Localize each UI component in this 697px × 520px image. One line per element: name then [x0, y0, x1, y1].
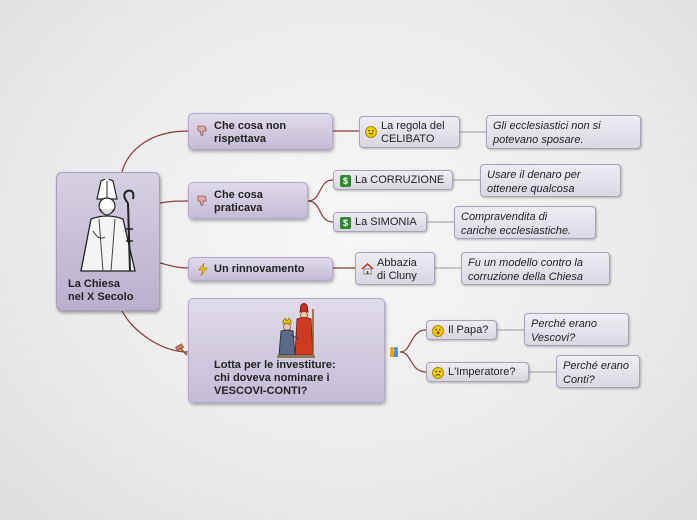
topic-label-line2: CELIBATO: [381, 133, 435, 145]
topic-label-line1: La regola del: [381, 120, 445, 132]
money-icon: $: [340, 175, 351, 187]
king-and-pope-figure: [277, 303, 315, 358]
note-line1: Perché erano: [563, 360, 630, 372]
sad-face-icon: [432, 367, 444, 379]
smiley-icon: [365, 126, 377, 138]
link-root-branch4: [121, 310, 189, 353]
branch-lotta-per-le-investiture[interactable]: Lotta per le investiture: chi doveva nom…: [175, 298, 398, 403]
branch-label-line2: chi doveva nominare i: [214, 372, 330, 384]
note-line1: Fu un modello contro la: [468, 257, 583, 269]
branch-un-rinnovamento[interactable]: Un rinnovamento: [188, 257, 333, 281]
house-icon: [361, 263, 374, 275]
branch-label-line1: Un rinnovamento: [214, 263, 305, 275]
note-papa: Perché erano Vescovi?: [524, 313, 629, 346]
branch-label-line2: rispettava: [214, 133, 266, 145]
topic-simonia[interactable]: $ La SIMONIA: [333, 212, 427, 232]
link-branch4-papa: [399, 329, 427, 353]
lightning-icon: [198, 263, 208, 276]
note-line2: ottenere qualcosa: [487, 183, 575, 195]
bishop-figure: [80, 179, 136, 272]
topic-label-line1: L'Imperatore?: [448, 366, 516, 378]
branch-label-line2: praticava: [214, 202, 263, 214]
branch-che-cosa-praticava[interactable]: Che cosa praticava: [188, 182, 308, 219]
root-label: La Chiesa nel X Secolo: [68, 278, 134, 303]
note-line1: Gli ecclesiastici non si: [493, 120, 601, 132]
note-simonia: Compravendita di cariche ecclesiastiche.: [454, 206, 596, 239]
topic-label-line1: Abbazia: [377, 257, 417, 269]
topic-abbazia-di-cluny[interactable]: Abbazia di Cluny: [355, 252, 435, 285]
topic-label-line1: La SIMONIA: [355, 216, 417, 228]
thumbs-down-icon: [197, 125, 207, 136]
topic-label-line1: Il Papa?: [448, 324, 489, 336]
topic-label-line2: di Cluny: [377, 270, 417, 282]
branch-che-cosa-non-rispettava[interactable]: Che cosa non rispettava: [188, 113, 333, 150]
link-root-branch1: [121, 130, 189, 173]
branch-label-line1: Che cosa non: [214, 120, 287, 132]
topic-l-imperatore[interactable]: L'Imperatore?: [426, 362, 529, 382]
note-line2: potevano sposare.: [493, 134, 584, 146]
note-imperatore: Perché erano Conti?: [556, 355, 640, 388]
topic-label-line1: La CORRUZIONE: [355, 174, 445, 186]
branch-label-line1: Che cosa: [214, 189, 263, 201]
thumbs-down-icon: [197, 195, 207, 206]
link-root-branch2: [159, 200, 189, 204]
note-celibato: Gli ecclesiastici non si potevano sposar…: [486, 115, 641, 149]
link-root-branch3: [159, 262, 189, 269]
note-corruzione: Usare il denaro per ottenere qualcosa: [480, 164, 621, 197]
note-line1: Usare il denaro per: [487, 169, 581, 181]
note-line2: Conti?: [563, 374, 595, 386]
branch-label-line3: VESCOVI-CONTI?: [214, 385, 308, 397]
topic-corruzione[interactable]: $ La CORRUZIONE: [333, 170, 453, 190]
link-branch2-corruzione: [307, 179, 334, 202]
note-cluny: Fu un modello contro la corruzione della…: [461, 252, 610, 285]
link-branch4-imperatore: [399, 351, 427, 373]
note-line1: Perché erano: [531, 318, 598, 330]
root-node[interactable]: La Chiesa nel X Secolo: [56, 172, 160, 311]
topic-celibato[interactable]: La regola del CELIBATO: [359, 116, 460, 148]
branch-label-line1: Lotta per le investiture:: [214, 359, 336, 371]
note-line1: Compravendita di: [461, 211, 548, 223]
money-icon: $: [340, 217, 351, 229]
note-line2: cariche ecclesiastiche.: [461, 225, 572, 237]
link-branch2-simonia: [307, 200, 334, 223]
topic-il-papa[interactable]: Il Papa?: [426, 320, 497, 340]
note-line2: corruzione della Chiesa: [468, 271, 583, 283]
people-icon: [390, 347, 398, 357]
hammer-icon: [175, 343, 188, 356]
surprised-face-icon: [432, 325, 444, 337]
note-line2: Vescovi?: [531, 332, 576, 344]
